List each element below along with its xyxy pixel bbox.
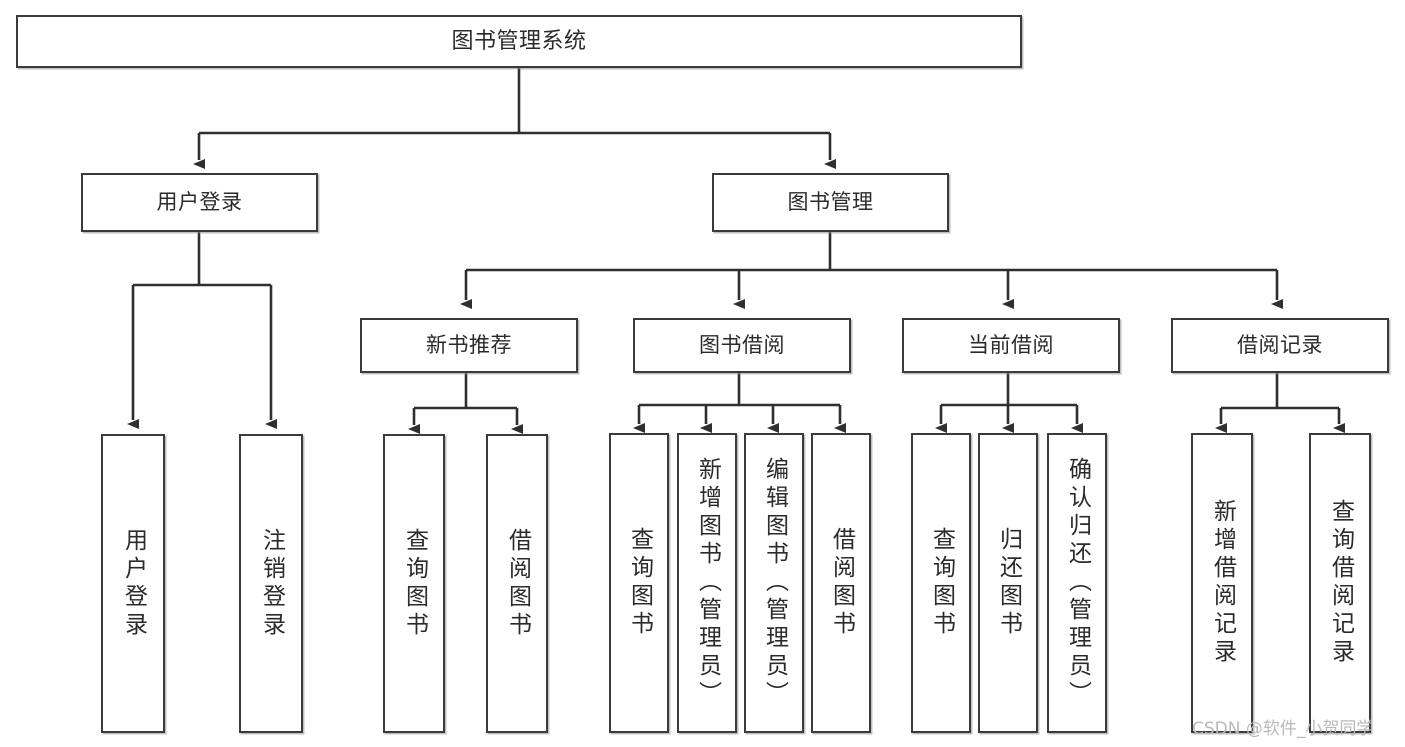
node-label: 借阅记录 bbox=[1237, 333, 1323, 358]
leaf-edit-book-admin[interactable]: 编辑图书（管理员） bbox=[744, 433, 804, 733]
node-label: 归还图书 bbox=[995, 527, 1022, 639]
node-label: 图书管理系统 bbox=[451, 28, 587, 54]
node-label: 用户登录 bbox=[156, 190, 243, 215]
node-label: 图书借阅 bbox=[699, 333, 785, 358]
leaf-query-book-recommendation[interactable]: 查询图书 bbox=[383, 434, 445, 733]
leaf-query-borrowing-record[interactable]: 查询借阅记录 bbox=[1309, 433, 1371, 733]
node-borrowing-record[interactable]: 借阅记录 bbox=[1171, 318, 1389, 373]
node-label: 新增图书（管理员） bbox=[694, 457, 721, 709]
leaf-user-login[interactable]: 用户登录 bbox=[101, 434, 165, 733]
node-label: 注销登录 bbox=[258, 527, 285, 640]
node-user-login[interactable]: 用户登录 bbox=[81, 173, 318, 232]
node-label: 查询图书 bbox=[401, 527, 428, 640]
node-book-management-system[interactable]: 图书管理系统 bbox=[16, 15, 1022, 68]
node-book-borrowing[interactable]: 图书借阅 bbox=[633, 318, 851, 373]
leaf-query-book-borrowing[interactable]: 查询图书 bbox=[609, 433, 669, 733]
node-label: 用户登录 bbox=[120, 527, 147, 640]
node-label: 新书推荐 bbox=[426, 333, 512, 358]
leaf-logout-login[interactable]: 注销登录 bbox=[239, 434, 303, 733]
node-label: 借阅图书 bbox=[828, 527, 855, 639]
node-label: 编辑图书（管理员） bbox=[761, 457, 788, 709]
node-label: 当前借阅 bbox=[968, 333, 1054, 358]
leaf-add-borrowing-record[interactable]: 新增借阅记录 bbox=[1191, 433, 1253, 733]
leaf-return-book[interactable]: 归还图书 bbox=[978, 433, 1038, 733]
node-label: 查询图书 bbox=[928, 527, 955, 639]
leaf-add-book-admin[interactable]: 新增图书（管理员） bbox=[677, 433, 737, 733]
node-label: 借阅图书 bbox=[504, 527, 531, 640]
leaf-query-book-current[interactable]: 查询图书 bbox=[911, 433, 971, 733]
node-label: 查询借阅记录 bbox=[1327, 499, 1354, 667]
node-current-borrowing[interactable]: 当前借阅 bbox=[902, 318, 1120, 373]
node-new-book-recommendation[interactable]: 新书推荐 bbox=[360, 318, 578, 373]
csdn-watermark: CSDN @软件_小贺同学 bbox=[1192, 719, 1374, 739]
leaf-confirm-return-admin[interactable]: 确认归还（管理员） bbox=[1047, 433, 1107, 733]
node-label: 图书管理 bbox=[787, 190, 874, 215]
node-book-management[interactable]: 图书管理 bbox=[712, 173, 949, 232]
node-label: 查询图书 bbox=[626, 527, 653, 639]
leaf-borrow-book-recommendation[interactable]: 借阅图书 bbox=[486, 434, 548, 733]
node-label: 新增借阅记录 bbox=[1209, 499, 1236, 667]
node-label: 确认归还（管理员） bbox=[1064, 457, 1091, 709]
leaf-borrow-book-borrowing[interactable]: 借阅图书 bbox=[811, 433, 871, 733]
